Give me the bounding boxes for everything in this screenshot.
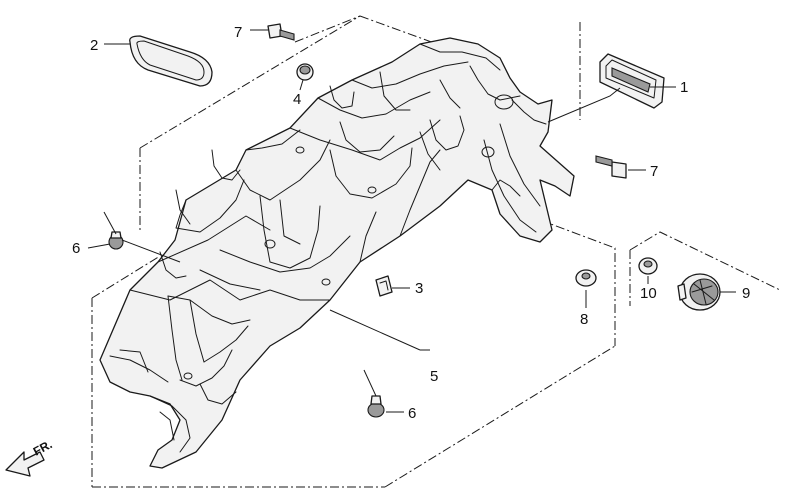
callout-10: 10 [640,285,657,302]
front-arrow-icon [5,451,45,477]
callout-6-left: 6 [72,240,80,257]
callout-labels: 1 2 3 4 5 6 6 7 7 8 9 10 [72,24,750,422]
bolt-right [595,155,646,179]
flange-nut [575,269,597,308]
screw-bottom [363,369,404,418]
rear-fender [99,37,575,469]
callout-6-bottom: 6 [408,405,416,422]
bolt-top [250,23,295,41]
front-direction-arrow: FR. [5,437,54,477]
clip-nut [375,275,410,297]
callout-3: 3 [415,280,423,297]
callout-5: 5 [430,368,438,385]
fender-leader [329,309,430,351]
license-light-lens [547,53,676,123]
screw-left [87,211,181,263]
callout-9: 9 [742,285,750,302]
callout-7-top: 7 [234,24,242,41]
callout-1: 1 [680,79,688,96]
callout-4: 4 [293,91,301,108]
callout-8: 8 [580,311,588,328]
reflector-group [629,231,781,311]
grommet [296,63,314,91]
seal-gasket [104,35,213,87]
callout-2: 2 [90,37,98,54]
callout-7-right: 7 [650,163,658,180]
